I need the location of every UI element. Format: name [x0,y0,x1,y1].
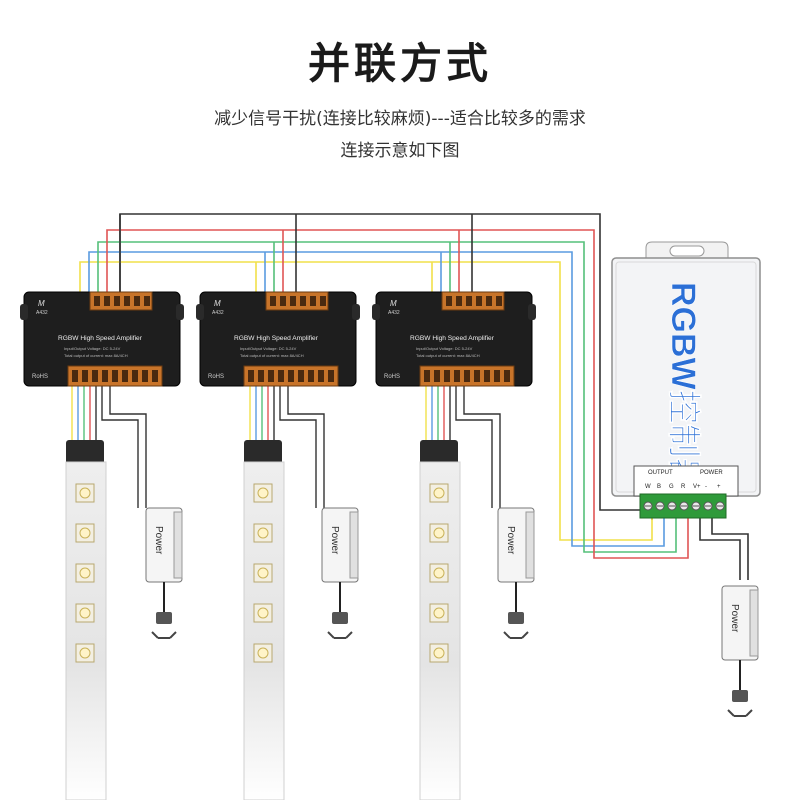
amp-rohs: RoHS [208,374,224,380]
power-label: POWER [700,470,723,476]
amp-spec2: Total output of current: max 8A/4CH [240,353,304,358]
psu-wire [463,386,501,508]
psu-wire [279,386,317,508]
psu-wire [101,386,139,508]
amp-brand: M [38,299,45,308]
strip-connector [66,440,104,466]
subtitle-line-2: 连接示意如下图 [340,141,460,161]
amp-brand: M [214,299,221,308]
output-label: OUTPUT [648,470,673,476]
power-label: Power [505,526,516,555]
amp-rohs: RoHS [384,374,400,380]
plug-prongs [503,631,529,639]
amp-spec2: Total output of current: max 8A/4CH [416,353,480,358]
power-label: Power [329,526,340,555]
led-strip [65,386,147,800]
terminal-label: V+ [693,484,701,490]
wire-power [711,518,749,580]
wire-main [106,229,689,559]
power-label: Power [153,526,164,555]
amp-spec1: Input/Output Voltage: DC 5-24V [64,346,121,351]
psu-wire [455,386,493,508]
amp-name: RGBW High Speed Amplifier [234,335,319,342]
amp-model: A432 [36,310,48,316]
plug-prongs [327,631,353,639]
terminal-label: B [657,484,661,490]
page-title: 并联方式 [307,39,492,88]
amp-name: RGBW High Speed Amplifier [410,335,495,342]
amp-name: RGBW High Speed Amplifier [58,335,143,342]
strip-body [243,461,285,800]
wire-main [88,251,665,547]
psu-wire [287,386,325,508]
amp-spec1: Input/Output Voltage: DC 5-24V [240,346,297,351]
power-adapter: Power [145,507,183,639]
power-plug-icon [332,612,348,624]
terminal-label: G [669,484,674,490]
power-adapter: Power [721,585,759,717]
led-strips [65,386,501,800]
terminal-label: W [645,484,651,490]
terminal-label: + [717,484,721,490]
amp-model: A432 [212,310,224,316]
power-adapter: Power [497,507,535,639]
strip-body [419,461,461,800]
controller-terminal-screws [643,501,725,511]
psu-wire [109,386,147,508]
amp-brand: M [390,299,397,308]
strip-connector [244,440,282,466]
wire-power [699,518,741,580]
strip-connector [420,440,458,466]
led-strip [419,386,501,800]
strip-body [65,461,107,800]
amp-model: A432 [388,310,400,316]
subtitle-line-1: 减少信号干扰(连接比较麻烦)---适合比较多的需求 [214,109,586,129]
power-label: Power [729,604,740,633]
signal-wires [79,213,749,580]
controller-label: RGBW控制器 [664,282,702,493]
power-plug-icon [732,690,748,702]
amp-spec1: Input/Output Voltage: DC 5-24V [416,346,473,351]
led-strip [243,386,325,800]
power-plug-icon [156,612,172,624]
terminal-label: R [681,484,686,490]
wire-main [79,261,653,541]
plug-prongs [151,631,177,639]
terminal-label: - [705,484,707,490]
power-adapter: Power [321,507,359,639]
power-plug-icon [508,612,524,624]
amp-spec2: Total output of current: max 8A/4CH [64,353,128,358]
plug-prongs [727,709,753,717]
amp-rohs: RoHS [32,374,48,380]
wire-main [97,241,677,553]
